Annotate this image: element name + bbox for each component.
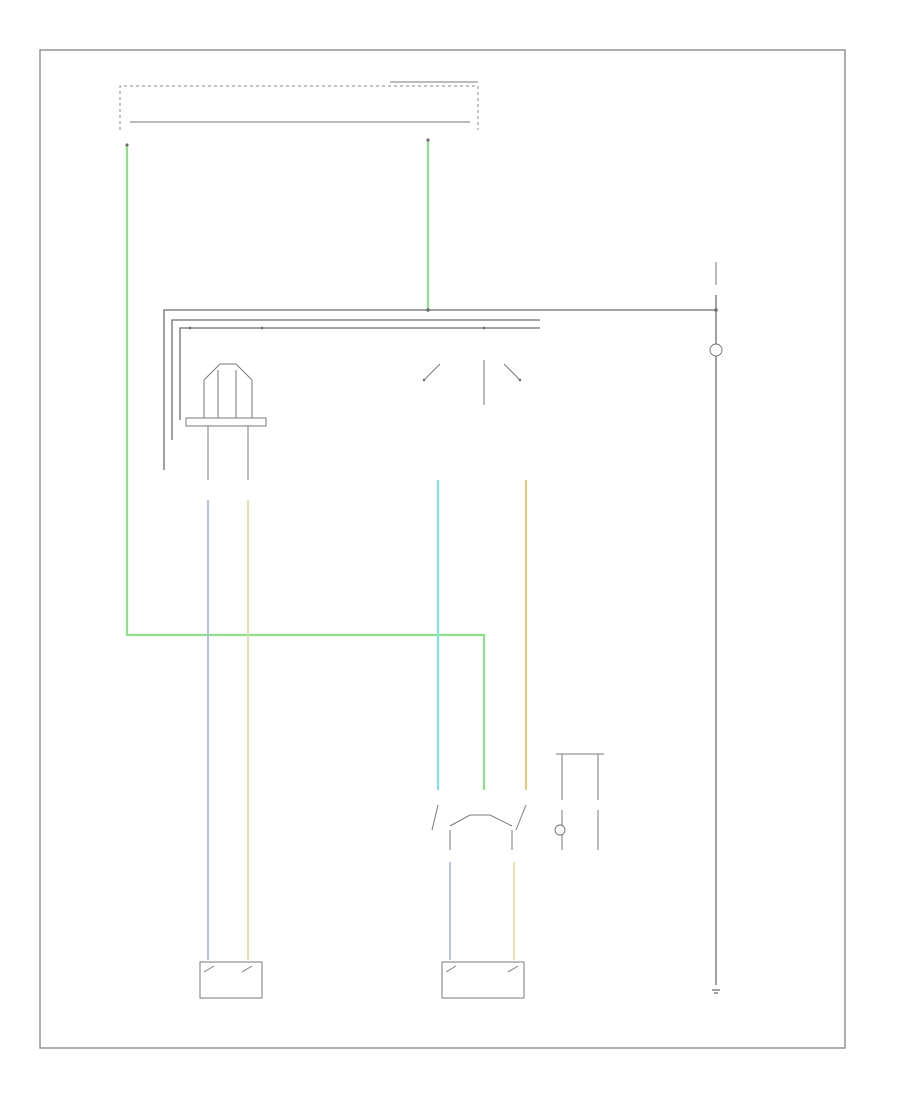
lower-indicator-icon bbox=[554, 824, 566, 836]
passenger-switch-assembly bbox=[431, 804, 527, 960]
right-indicator-icon bbox=[709, 343, 723, 357]
green-wire-center bbox=[426, 138, 430, 310]
diagram-frame bbox=[39, 49, 846, 1049]
center-switch-assembly bbox=[422, 360, 522, 405]
bottom-center-component bbox=[441, 961, 525, 999]
bottom-left-component bbox=[199, 961, 263, 999]
right-ground-circuit bbox=[709, 262, 723, 994]
green-wire-left bbox=[125, 143, 486, 790]
top-connector bbox=[119, 81, 479, 130]
lower-switch-group bbox=[554, 753, 604, 850]
power-bus bbox=[163, 308, 718, 470]
left-switch-assembly bbox=[185, 363, 267, 480]
ground-icon bbox=[712, 989, 720, 994]
